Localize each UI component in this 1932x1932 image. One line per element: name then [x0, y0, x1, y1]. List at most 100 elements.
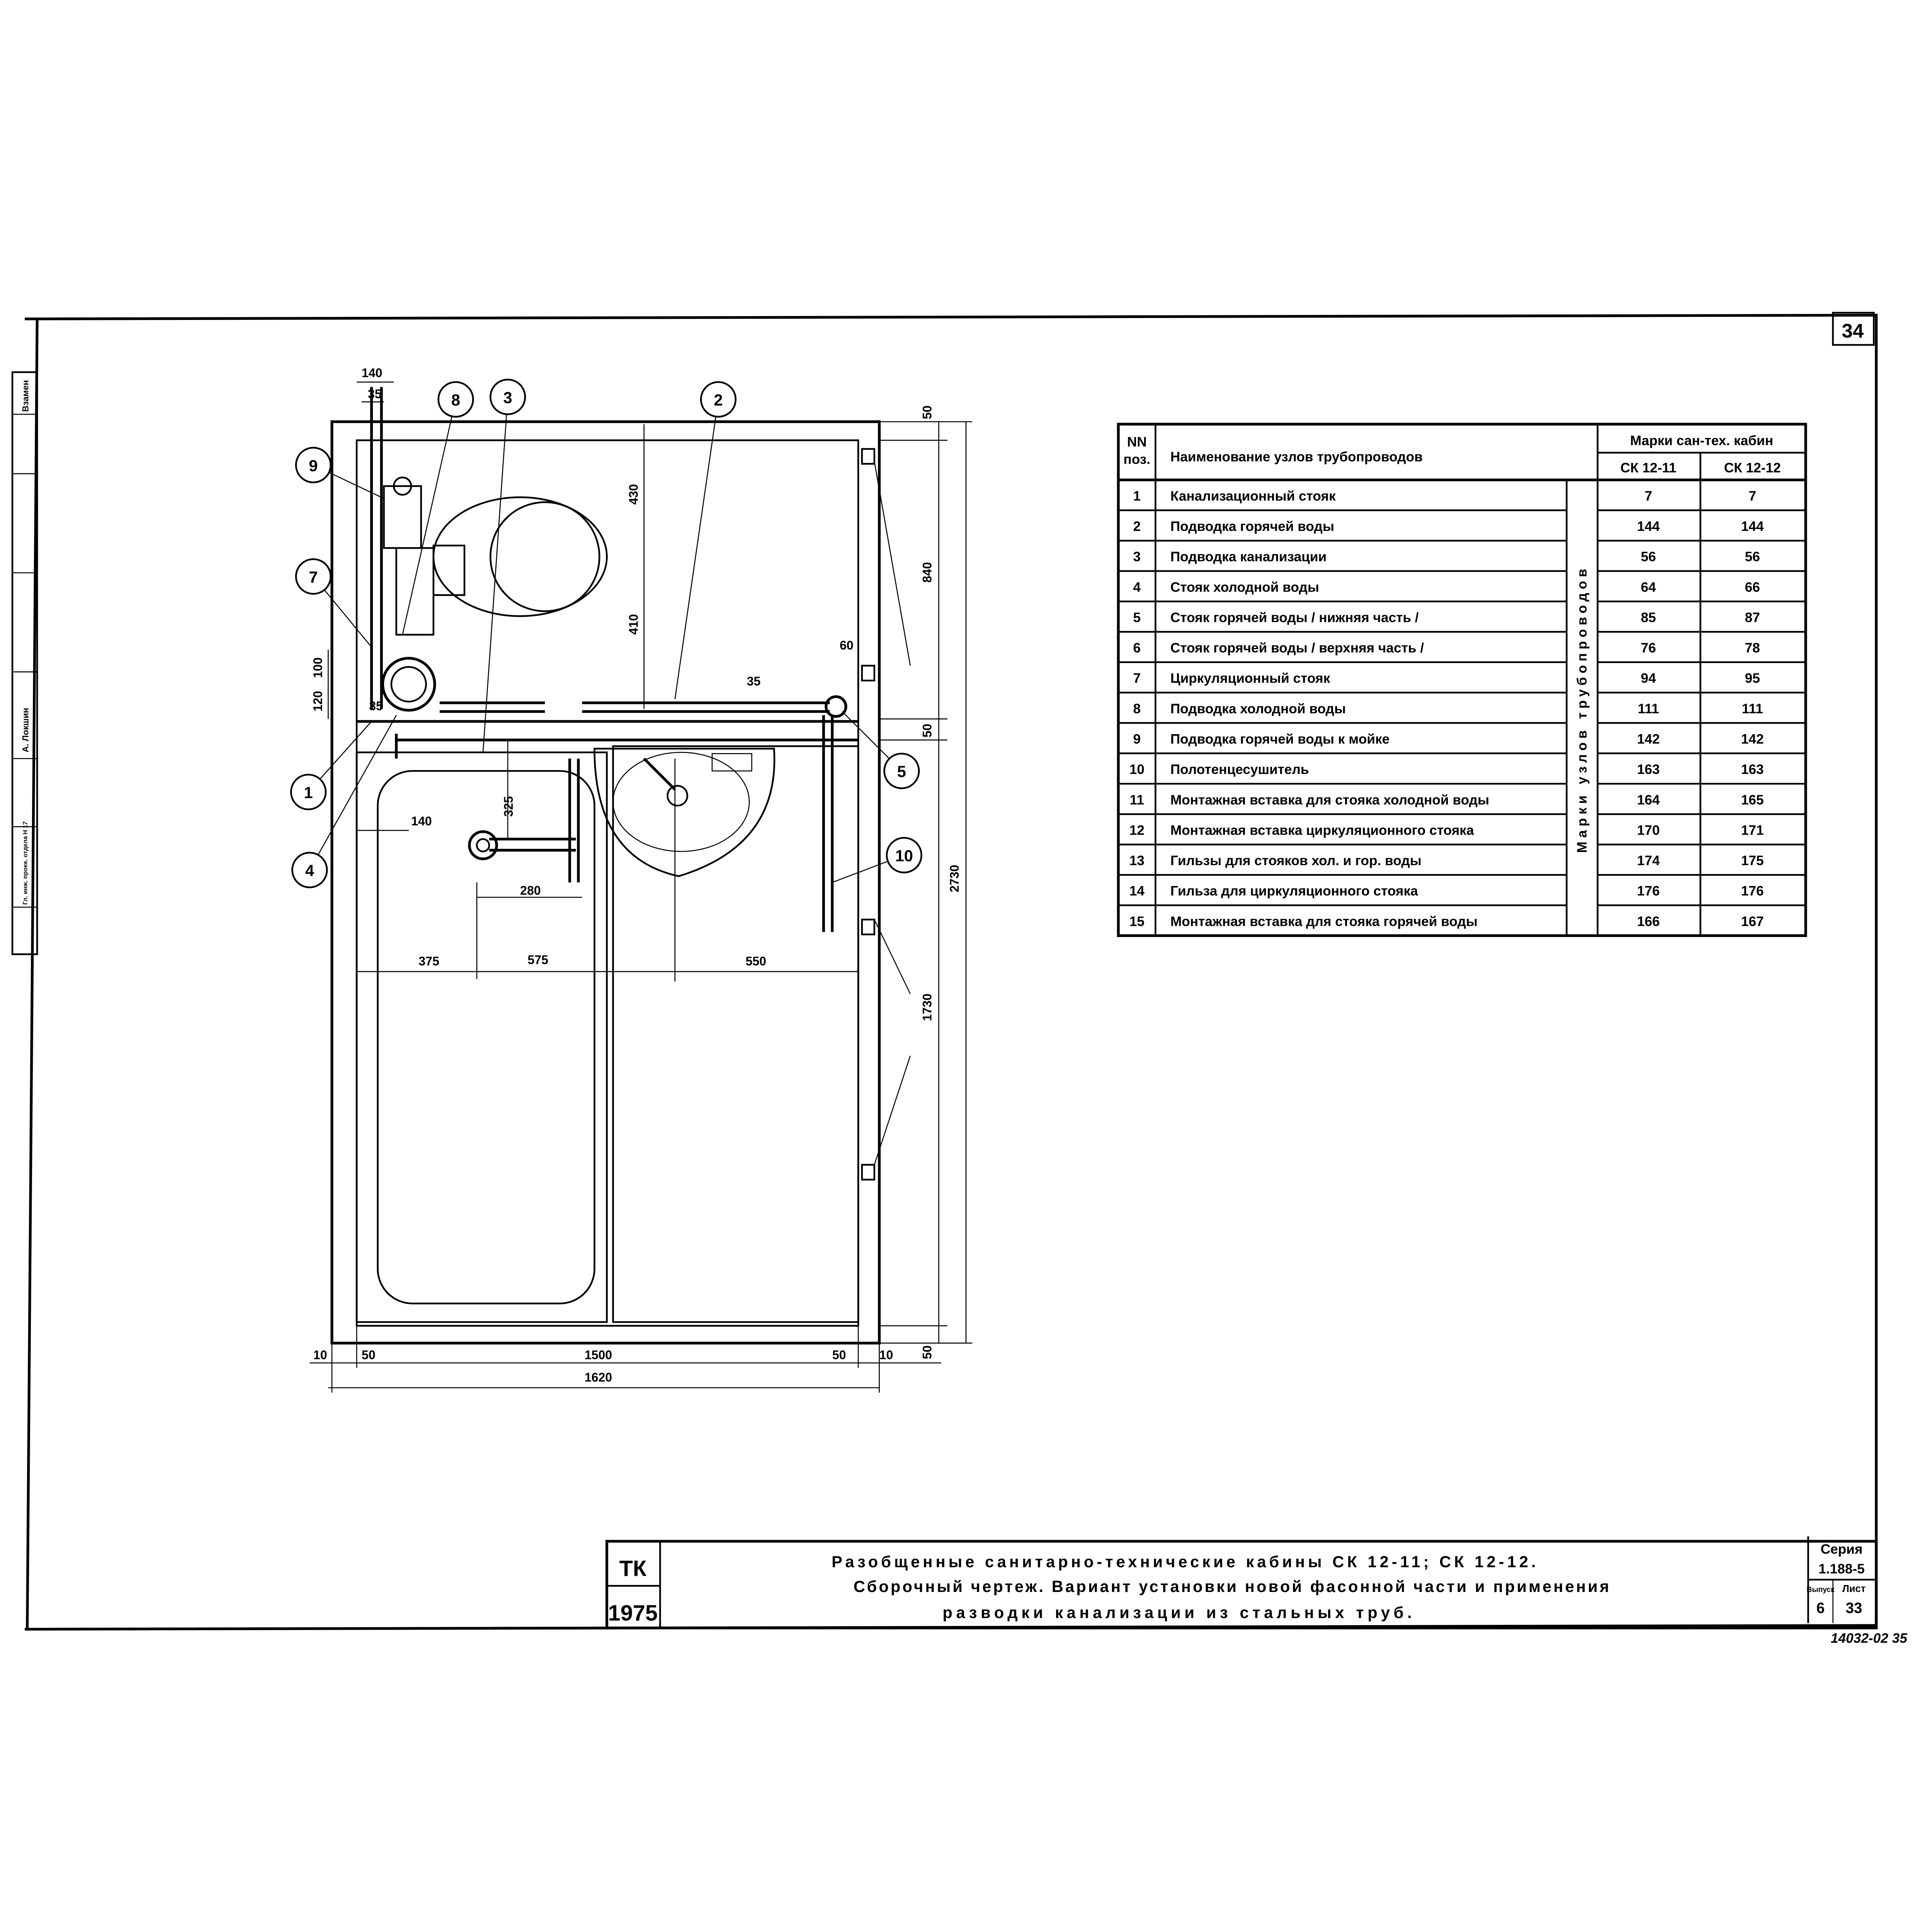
- table-cell-name: Монтажная вставка циркуляционного стояка: [1170, 823, 1474, 838]
- table-cell-name: Стояк горячей воды / верхняя часть /: [1170, 641, 1424, 656]
- dimension-label: 840: [920, 562, 934, 583]
- callout-label: 2: [714, 391, 723, 409]
- dimension-label: 120: [311, 691, 325, 711]
- table-cell-name: Стояк горячей воды / нижняя часть /: [1170, 610, 1419, 625]
- dimension-label: 100: [311, 657, 325, 678]
- table-cell-a: 142: [1637, 732, 1660, 747]
- callout-circle: [437, 381, 474, 418]
- sheet-label: Лист: [1842, 1583, 1866, 1594]
- table-cell-b: 165: [1741, 793, 1764, 808]
- table-cell-pos: 1: [1133, 488, 1141, 503]
- bathtub: [355, 751, 608, 1323]
- dimension-label: 430: [627, 484, 641, 505]
- table-cell-name: Подводка холодной воды: [1170, 701, 1346, 716]
- dimension-label: 1730: [920, 993, 934, 1021]
- dimension-label: 1500: [585, 1348, 612, 1362]
- callout-9: 9: [295, 447, 384, 499]
- table-cell-b: 175: [1741, 853, 1764, 868]
- dimension-label: 50: [920, 405, 934, 419]
- callout-label: 1: [304, 784, 313, 802]
- table-cell-b: 144: [1741, 519, 1764, 534]
- table-cell-b: 171: [1741, 823, 1764, 838]
- dimension-label: 550: [745, 954, 766, 968]
- plan-dimensions: 140 35 430 410 50 840 60 35 50 100 120 3…: [311, 366, 961, 1384]
- table-cell-pos: 15: [1129, 914, 1145, 929]
- dimension-label: 50: [832, 1348, 846, 1362]
- callout-3: 3: [482, 379, 526, 753]
- table-cell-b: 167: [1741, 914, 1764, 929]
- dimension-label: 140: [362, 366, 382, 380]
- side-label: Марки узлов трубопроводов: [1575, 565, 1590, 853]
- table-cell-pos: 7: [1133, 671, 1141, 686]
- table-cell-name: Циркуляционный стояк: [1170, 671, 1330, 686]
- callout-2: 2: [674, 381, 737, 699]
- table-cell-pos: 11: [1130, 793, 1144, 808]
- table-cell-name: Гильзы для стояков хол. и гор. воды: [1170, 853, 1422, 868]
- table-cell-a: 94: [1641, 671, 1656, 686]
- table-cell-pos: 12: [1129, 823, 1145, 838]
- dimension-label: 375: [418, 954, 439, 968]
- table-cell-pos: 13: [1129, 853, 1145, 868]
- table-cell-pos: 8: [1133, 701, 1141, 716]
- table-cell-b: 95: [1745, 671, 1760, 686]
- dimension-label: 35: [369, 699, 383, 713]
- table-cell-pos: 2: [1133, 519, 1141, 534]
- dimension-label: 50: [362, 1348, 376, 1362]
- dimension-label: 10: [313, 1348, 327, 1362]
- callout-circle: [291, 852, 328, 888]
- dimension-label: 140: [411, 814, 432, 828]
- table-cell-a: 85: [1641, 610, 1656, 625]
- table-cell-b: 111: [1742, 701, 1763, 716]
- table-cell-a: 76: [1641, 641, 1656, 656]
- callout-circle: [290, 774, 327, 810]
- toilet-bowl: [489, 501, 600, 612]
- title-line-3: разводки канализации из стальных труб.: [942, 1604, 1415, 1622]
- dimension-label: 35: [747, 674, 761, 688]
- table-cell-a: 56: [1641, 549, 1656, 565]
- callout-8: 8: [402, 381, 474, 635]
- table-cell-a: 174: [1637, 853, 1660, 868]
- table-cell-a: 163: [1637, 762, 1660, 777]
- dimension-label: 2730: [947, 865, 961, 892]
- table-cell-name: Подводка канализации: [1170, 549, 1327, 565]
- table-cell-pos: 14: [1129, 884, 1145, 899]
- table-cell-a: 170: [1637, 823, 1660, 838]
- table-cell-b: 7: [1748, 488, 1756, 503]
- stamp-author: А. Локшин: [21, 708, 31, 752]
- callout-label: 5: [897, 762, 906, 781]
- table-cell-b: 56: [1745, 549, 1760, 565]
- callout-label: 4: [305, 862, 314, 880]
- series-label: Серия: [1821, 1542, 1863, 1557]
- table-cell-a: 111: [1638, 701, 1659, 716]
- header-col-a: СК 12-11: [1621, 461, 1677, 476]
- callout-circle: [883, 753, 920, 789]
- table-cell-a: 164: [1637, 793, 1660, 808]
- table-cell-b: 142: [1741, 732, 1764, 747]
- table-cell-name: Монтажная вставка для стояка горячей вод…: [1170, 914, 1478, 929]
- callout-circle: [886, 837, 922, 874]
- dimension-label: 10: [879, 1348, 893, 1362]
- table-cell-name: Монтажная вставка для стояка холодной во…: [1170, 793, 1489, 808]
- header-pos-line2: поз.: [1123, 452, 1150, 467]
- dimension-label: 410: [627, 614, 641, 634]
- org-code: ТК: [619, 1556, 647, 1581]
- dimension-label: 1620: [585, 1370, 612, 1384]
- table-cell-pos: 4: [1133, 580, 1141, 595]
- stamp-dept: Гл. инж. проек. отдела Н 17: [22, 821, 29, 905]
- callout-label: 9: [309, 457, 318, 475]
- dimension-label: 325: [502, 796, 515, 816]
- callout-label: 8: [451, 391, 460, 409]
- sheet-value: 33: [1846, 1600, 1862, 1617]
- leader-line: [402, 399, 456, 635]
- dimension-label: 50: [920, 1345, 934, 1359]
- dimension-label: 280: [520, 884, 541, 898]
- callout-label: 3: [503, 388, 512, 406]
- cabin-plan: [310, 381, 973, 1393]
- stamp-replace-label: Взамен: [21, 380, 31, 412]
- dimension-label: 35: [368, 387, 382, 401]
- header-col-b: СК 12-12: [1724, 461, 1781, 476]
- table-cell-b: 87: [1745, 610, 1760, 625]
- title-block: ТК 1975 Разобщенные санитарно-технически…: [605, 1536, 1878, 1629]
